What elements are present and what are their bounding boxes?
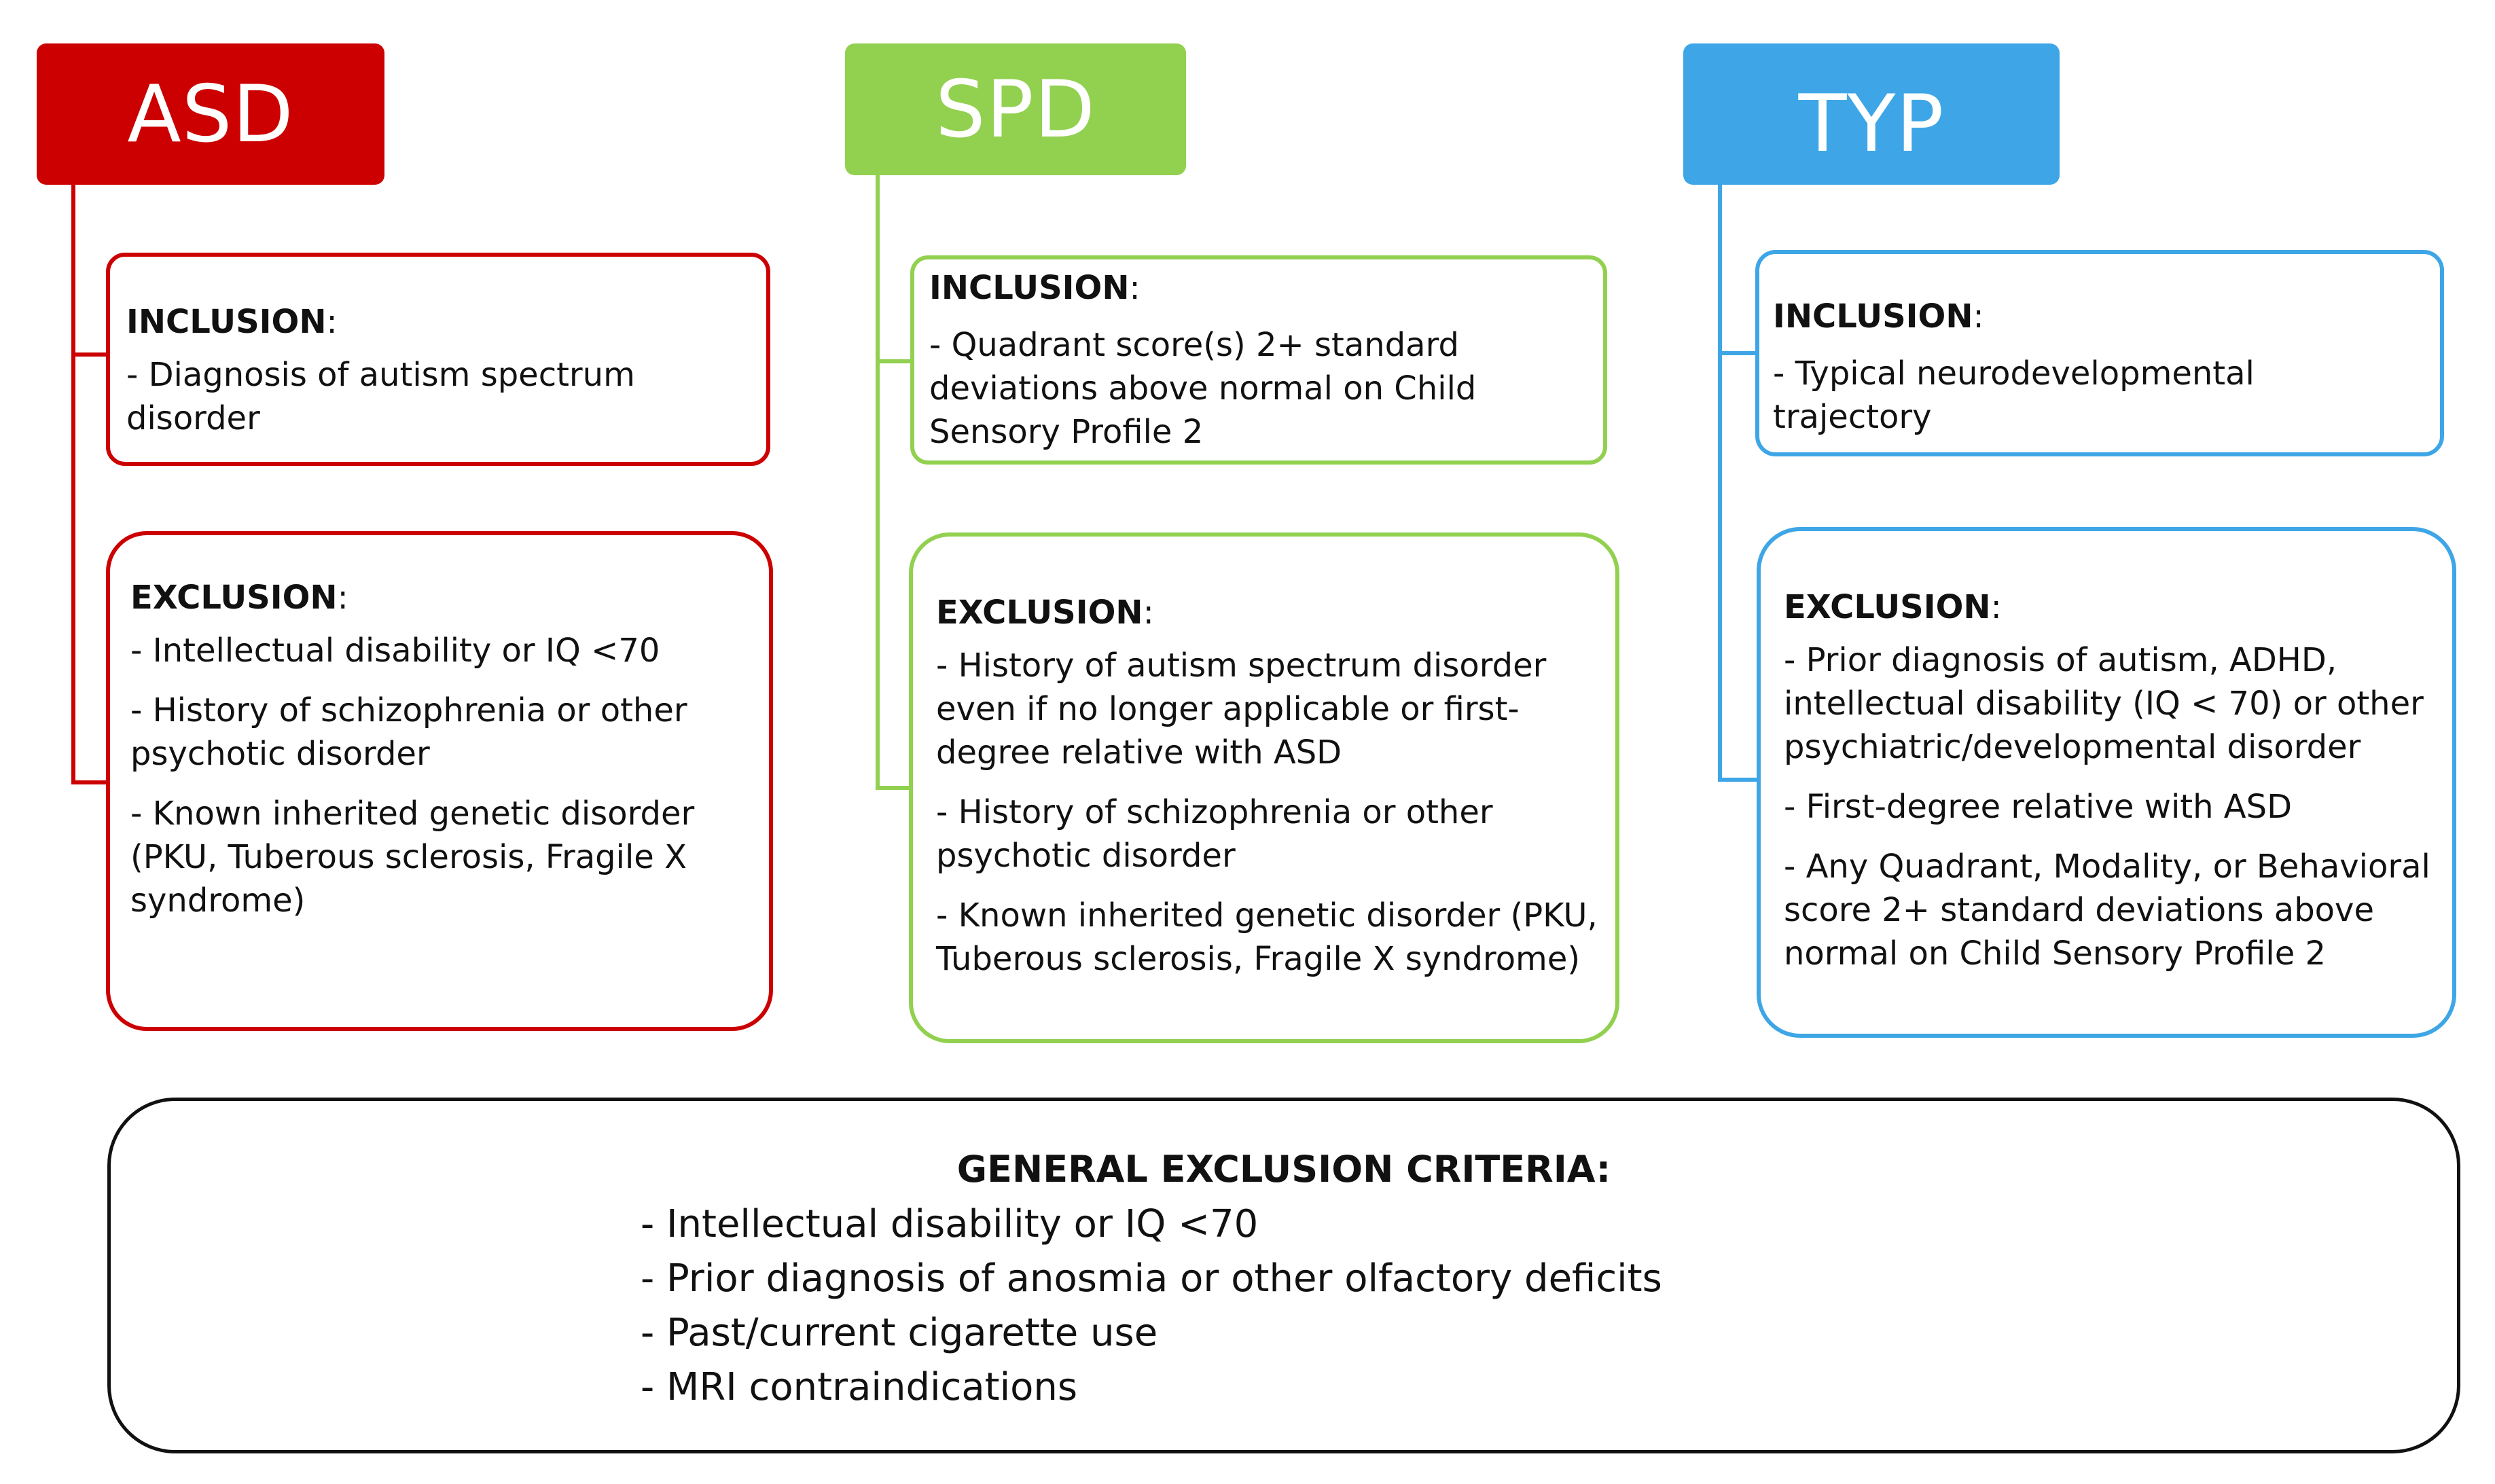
criteria-item: - Prior diagnosis of anosmia or other ol… bbox=[641, 1256, 1662, 1301]
typ-inclusion-box: INCLUSION: - Typical neurodevelopmental … bbox=[1755, 250, 2444, 456]
spd-inclusion-list: - Quadrant score(s) 2+ standard deviatio… bbox=[929, 323, 1585, 454]
criteria-item: - Any Quadrant, Modality, or Behavioral … bbox=[1784, 848, 2430, 973]
asd-inclusion-list: - Diagnosis of autism spectrum disorder bbox=[126, 353, 749, 440]
typ-exclusion-box: EXCLUSION: - Prior diagnosis of autism, … bbox=[1757, 527, 2456, 1038]
spd-inclusion-box: INCLUSION: - Quadrant score(s) 2+ standa… bbox=[910, 255, 1607, 465]
typ-exclusion-list: - Prior diagnosis of autism, ADHD, intel… bbox=[1784, 638, 2435, 975]
asd-inclusion-box: INCLUSION: - Diagnosis of autism spectru… bbox=[106, 253, 770, 466]
criteria-item: - MRI contraindications bbox=[641, 1365, 1078, 1409]
typ-inclusion-list: - Typical neurodevelopmental trajectory bbox=[1773, 352, 2422, 439]
criteria-item: - History of schizophrenia or other psyc… bbox=[130, 691, 687, 773]
criteria-item: - First-degree relative with ASD bbox=[1784, 788, 2293, 826]
spd-exclusion-list: - History of autism spectrum disorder ev… bbox=[936, 644, 1598, 981]
general-exclusion-list: - Intellectual disability or IQ <70 - Pri… bbox=[641, 1197, 1662, 1415]
general-exclusion-title: GENERAL EXCLUSION CRITERIA: bbox=[956, 1148, 1611, 1191]
spd-group-label: SPD bbox=[935, 63, 1096, 156]
asd-exclusion-list: - Intellectual disability or IQ <70 - His… bbox=[130, 629, 751, 922]
criteria-item: - Quadrant score(s) 2+ standard deviatio… bbox=[929, 326, 1477, 451]
criteria-item: - Intellectual disability or IQ <70 bbox=[641, 1202, 1259, 1246]
asd-group-header: ASD bbox=[37, 43, 384, 185]
typ-inclusion-title: INCLUSION: bbox=[1773, 297, 1984, 336]
asd-exclusion-title: EXCLUSION: bbox=[130, 579, 348, 617]
criteria-item: - Known inherited genetic disorder (PKU,… bbox=[130, 795, 695, 920]
asd-group-label: ASD bbox=[127, 68, 294, 160]
typ-exclusion-title: EXCLUSION: bbox=[1784, 588, 2002, 626]
spd-exclusion-title: EXCLUSION: bbox=[936, 594, 1154, 632]
asd-exclusion-box: EXCLUSION: - Intellectual disability or … bbox=[106, 531, 773, 1031]
criteria-item: - Typical neurodevelopmental trajectory bbox=[1773, 355, 2255, 436]
criteria-item: - Prior diagnosis of autism, ADHD, intel… bbox=[1784, 641, 2424, 766]
criteria-item: - History of schizophrenia or other psyc… bbox=[936, 793, 1493, 875]
spd-exclusion-box: EXCLUSION: - History of autism spectrum … bbox=[909, 532, 1619, 1043]
criteria-item: - Known inherited genetic disorder (PKU,… bbox=[936, 897, 1598, 978]
typ-group-header: TYP bbox=[1683, 43, 2060, 185]
criteria-item: - Past/current cigarette use bbox=[641, 1311, 1158, 1355]
criteria-item: - Intellectual disability or IQ <70 bbox=[130, 632, 660, 670]
criteria-item: - Diagnosis of autism spectrum disorder bbox=[126, 356, 635, 437]
asd-inclusion-title: INCLUSION: bbox=[126, 303, 338, 341]
spd-inclusion-title: INCLUSION: bbox=[929, 269, 1141, 307]
criteria-item: - History of autism spectrum disorder ev… bbox=[936, 647, 1547, 772]
spd-group-header: SPD bbox=[845, 43, 1186, 175]
general-exclusion-box: GENERAL EXCLUSION CRITERIA: - Intellectu… bbox=[107, 1098, 2460, 1453]
typ-group-label: TYP bbox=[1798, 77, 1945, 170]
